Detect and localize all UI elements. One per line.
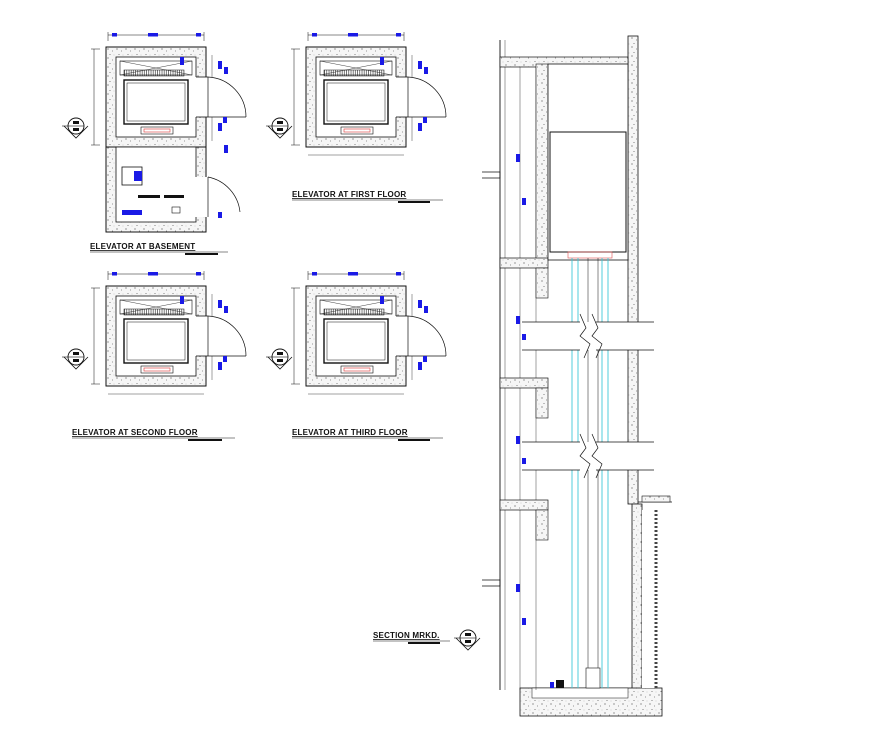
plan-second-floor <box>90 270 247 395</box>
label-section: SECTION MRKD. <box>373 629 481 651</box>
elevator-section <box>482 35 672 717</box>
plan-first-floor <box>290 31 447 156</box>
label-third-floor: ELEVATOR AT THIRD FLOOR <box>292 428 443 441</box>
label-first-floor: ELEVATOR AT FIRST FLOOR <box>292 190 443 203</box>
label-basement-text: ELEVATOR AT BASEMENT <box>90 242 195 251</box>
label-second-floor: ELEVATOR AT SECOND FLOOR <box>72 428 235 441</box>
label-section-text: SECTION MRKD. <box>373 631 440 640</box>
label-first-floor-text: ELEVATOR AT FIRST FLOOR <box>292 190 406 199</box>
plan-basement <box>90 31 247 233</box>
label-third-floor-text: ELEVATOR AT THIRD FLOOR <box>292 428 408 437</box>
label-second-floor-text: ELEVATOR AT SECOND FLOOR <box>72 428 198 437</box>
plan-third-floor <box>290 270 447 395</box>
label-basement: ELEVATOR AT BASEMENT <box>90 242 228 255</box>
